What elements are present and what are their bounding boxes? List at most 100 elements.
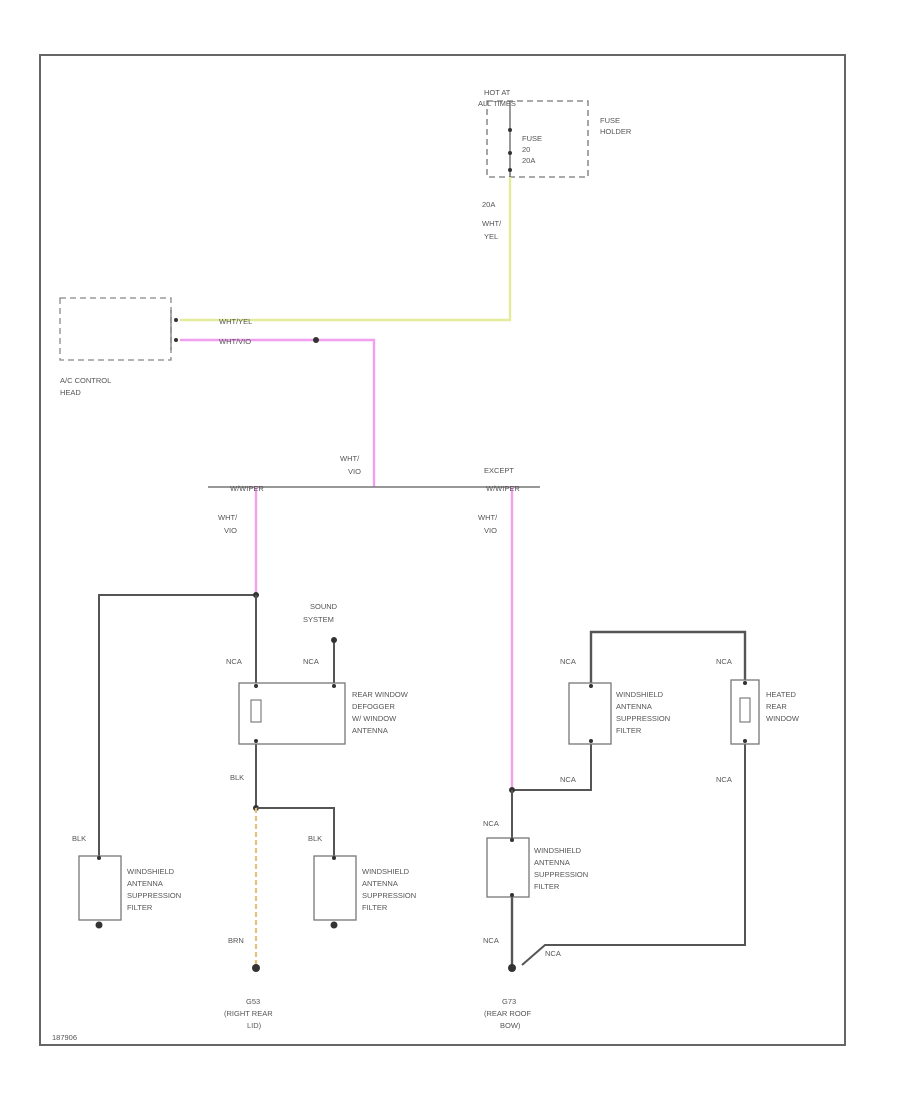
wire-label-right-branch-2: VIO [484,526,497,535]
filter-bottom-mid-ground [330,921,338,929]
filter-right-upper-pin-bottom [589,739,593,743]
fuse-terminal-bottom [508,168,512,172]
wire-label-nca-lower-filter-bottom: NCA [483,936,499,945]
heated-rear-window-label: HEATED [766,690,796,699]
ground-g73-label: G73 [502,997,516,1006]
ac-head-pin-2 [174,338,178,342]
fuse-holder-label: FUSE [600,116,620,125]
feed-wire-color-label: WHT/ [482,219,502,228]
filter-right-upper-box [568,682,612,745]
ac-head-pin-1 [174,318,178,322]
rear-defogger-label-3: W/ WINDOW [352,714,397,723]
filter-right-lower-pin-bottom [510,893,514,897]
ground-g53-label: G53 [246,997,260,1006]
ground-g73 [508,964,516,972]
hot-at-label: HOT AT [484,88,511,97]
splice-label-left: W/WIPER [230,484,264,493]
filter-bottom-left-pin-top [97,856,101,860]
wire-label-brn: BRN [228,936,244,945]
rear-defogger: REAR WINDOW DEFOGGER W/ WINDOW ANTENNA [238,682,409,745]
ac-control-head-label-2: HEAD [60,388,81,397]
sound-system-connector [331,637,337,643]
wire-gray-left-loop [98,594,256,858]
wire-label-blk-upper: BLK [230,773,244,782]
heated-rear-window-box [730,679,760,745]
fuse-holder: HOT AT ALL TIMES FUSE HOLDER FUSE 20 20A [478,88,632,178]
diagram-id: 187906 [52,1033,77,1042]
wire-nca-heated-return [521,744,746,966]
wire-label-nca-heated-top: NCA [716,657,732,666]
filter-bottom-mid-pin-top [332,856,336,860]
splice-dot-vio [313,337,319,343]
ground-g73-label-2: (REAR ROOF [484,1009,532,1018]
fuse-terminal-mid [508,151,512,155]
filter-right-lower-box [486,837,530,898]
wire-label-left-branch: WHT/ [218,513,238,522]
wire-label-main-vio-2: VIO [348,467,361,476]
wire-nca-filter-upper [512,744,592,791]
rear-defogger-label-2: DEFOGGER [352,702,396,711]
wire-label-blk-left: BLK [72,834,86,843]
rear-defogger-label-4: ANTENNA [352,726,388,735]
defogger-pin-sound [332,684,336,688]
filter-bottom-mid-label-3: SUPPRESSION [362,891,416,900]
filter-right-lower: WINDSHIELD ANTENNA SUPPRESSION FILTER [486,837,588,898]
ac-control-head-label: A/C CONTROL [60,376,111,385]
wire-label-nca-left-top: NCA [226,657,242,666]
fuse-name-label: FUSE [522,134,542,143]
diagram-border [39,54,846,1046]
fuse-rating-label: 20A [522,156,535,165]
wire-label-nca-ground-lead: NCA [545,949,561,958]
filter-right-upper-label: WINDSHIELD [616,690,664,699]
filter-right-lower-label-2: ANTENNA [534,858,570,867]
heated-window-pin-bottom [743,739,747,743]
all-times-label: ALL TIMES [478,99,516,108]
filter-right-upper-label-4: FILTER [616,726,642,735]
wire-label-nca-sound: NCA [303,657,319,666]
rear-defogger-box [238,682,346,745]
heated-rear-window: HEATED REAR WINDOW [730,679,800,745]
defogger-pin-top [254,684,258,688]
heated-rear-window-label-2: REAR [766,702,787,711]
filter-bottom-left-box [78,855,122,921]
filter-right-lower-pin-top [510,838,514,842]
filter-bottom-left-ground [95,921,103,929]
wire-label-nca-filter-bottom: NCA [560,775,576,784]
filter-right-upper-pin-top [589,684,593,688]
defogger-pin-bottom [254,739,258,743]
ground-g53 [252,964,260,972]
feed-wire-size-label: 20A [482,200,495,209]
ground-g53-label-3: LID) [247,1021,262,1030]
wire-label-nca-filter-top: NCA [560,657,576,666]
wire-nca-top-loop [589,630,747,683]
filter-bottom-left-label-3: SUPPRESSION [127,891,181,900]
wire-blk-to-filter-mid [256,807,335,858]
fuse-holder-box [486,100,589,178]
filter-bottom-left: WINDSHIELD ANTENNA SUPPRESSION FILTER [78,855,181,929]
filter-right-lower-label: WINDSHIELD [534,846,582,855]
heated-window-pin-top [743,681,747,685]
fuse-number-label: 20 [522,145,530,154]
ac-control-head-box [59,297,172,361]
sound-system-label: SOUND [310,602,338,611]
splice-label-except: EXCEPT [484,466,514,475]
filter-right-lower-label-3: SUPPRESSION [534,870,588,879]
filter-bottom-mid-label-4: FILTER [362,903,388,912]
filter-right-upper-label-2: ANTENNA [616,702,652,711]
filter-bottom-left-label: WINDSHIELD [127,867,175,876]
filter-right-lower-label-4: FILTER [534,882,560,891]
ac-control-head: A/C CONTROL HEAD [59,297,178,397]
filter-right-upper: WINDSHIELD ANTENNA SUPPRESSION FILTER [568,682,670,745]
filter-bottom-mid-label-2: ANTENNA [362,879,398,888]
feed-wire-color-label-2: YEL [484,232,498,241]
sound-system-label-2: SYSTEM [303,615,334,624]
rear-defogger-label: REAR WINDOW [352,690,409,699]
filter-bottom-left-label-4: FILTER [127,903,153,912]
wire-label-blk-mid: BLK [308,834,322,843]
wire-label-wht-yel: WHT/YEL [219,317,252,326]
wire-label-nca-heated-bottom: NCA [716,775,732,784]
heated-rear-window-label-3: WINDOW [766,714,800,723]
defogger-element-icon [250,699,262,723]
ground-g53-label-2: (RIGHT REAR [224,1009,273,1018]
